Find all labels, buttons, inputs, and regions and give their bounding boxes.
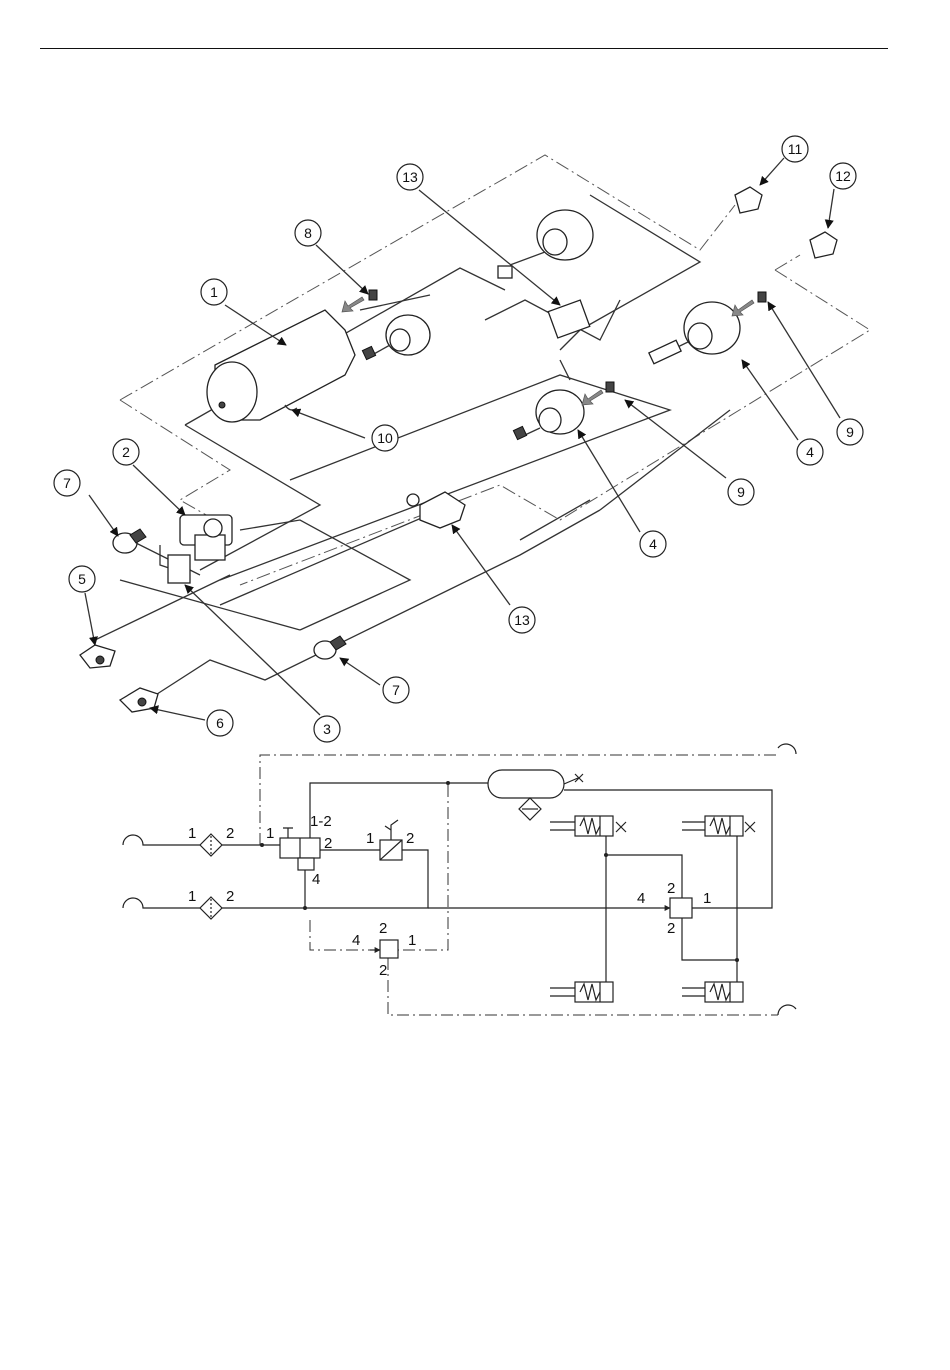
- callout-4-right: 4: [797, 439, 823, 465]
- callout-7-center: 7: [383, 677, 409, 703]
- label-relay-out-top: 2: [667, 880, 675, 897]
- label-aux-top: 2: [379, 920, 387, 937]
- label-valve-out: 2: [324, 835, 332, 852]
- svg-text:3: 3: [323, 721, 331, 737]
- svg-text:7: 7: [63, 475, 71, 491]
- callout-9-right: 9: [837, 419, 863, 445]
- leader-lines: [85, 158, 840, 720]
- isometric-piping: [95, 155, 870, 705]
- coupling-head-left: [113, 529, 146, 553]
- dual-circuit-valve: [280, 828, 320, 870]
- svg-text:7: 7: [392, 682, 400, 698]
- svg-text:4: 4: [649, 536, 657, 552]
- relay-valve-rear: [498, 266, 590, 338]
- callout-10: 10: [372, 425, 398, 451]
- spring-brake-cylinder-rl: [550, 982, 613, 1002]
- label-relay-out-bot: 2: [667, 920, 675, 937]
- label-hand-out: 2: [406, 830, 414, 847]
- svg-text:5: 5: [78, 571, 86, 587]
- callout-2: 2: [113, 439, 139, 465]
- label-filter2-out: 2: [226, 888, 234, 905]
- callout-8: 8: [295, 220, 321, 246]
- brake-chamber-top: [510, 210, 593, 265]
- coupling-head-12: [810, 232, 837, 258]
- air-reservoir: [488, 770, 583, 820]
- coupling-head-11: [735, 187, 762, 213]
- label-filter1-out: 2: [226, 825, 234, 842]
- spring-brake-cylinder-rr: [682, 982, 743, 1002]
- label-aux-bot: 2: [379, 962, 387, 979]
- svg-text:2: 2: [122, 444, 130, 460]
- label-relay-in: 1: [703, 890, 711, 907]
- coupling-head-center: [314, 636, 346, 659]
- label-aux-in: 1: [408, 932, 416, 949]
- svg-text:1: 1: [210, 284, 218, 300]
- callout-13-top: 13: [397, 164, 423, 190]
- label-valve-ctrl: 4: [312, 871, 320, 888]
- svg-text:6: 6: [216, 715, 224, 731]
- filter-2: [200, 897, 222, 919]
- pneumatic-schematic: 1 2 1 2 1 1-2 2 4 1 2 4 2 1 2 2 4 1 2: [123, 744, 796, 1015]
- svg-text:13: 13: [402, 169, 418, 185]
- label-valve-top: 1-2: [310, 813, 332, 830]
- hand-brake-valve: [380, 820, 402, 860]
- callout-7-left: 7: [54, 470, 80, 496]
- callout-4-center: 4: [640, 531, 666, 557]
- callout-3: 3: [314, 716, 340, 742]
- trailer-connector-5: [80, 645, 115, 668]
- brake-chamber-mid: [513, 390, 584, 440]
- fitting-8: [342, 290, 377, 312]
- isometric-components: [80, 187, 837, 712]
- callout-13-center: 13: [509, 607, 535, 633]
- svg-text:12: 12: [835, 168, 851, 184]
- svg-text:8: 8: [304, 225, 312, 241]
- callout-5: 5: [69, 566, 95, 592]
- callout-1: 1: [201, 279, 227, 305]
- brake-chamber-right: [649, 302, 740, 364]
- svg-text:11: 11: [788, 141, 803, 157]
- svg-text:9: 9: [737, 484, 745, 500]
- fitting-9-right: [732, 292, 766, 316]
- callout-11: 11: [782, 136, 808, 162]
- fitting-9-mid: [582, 382, 614, 405]
- spring-brake-cylinder-fr: [682, 816, 755, 836]
- brake-chamber-front-left: [362, 315, 430, 360]
- svg-text:13: 13: [514, 612, 530, 628]
- relay-valve-center: [407, 492, 465, 528]
- label-aux-ctrl: 4: [352, 932, 360, 949]
- label-filter2-in: 1: [188, 888, 196, 905]
- callout-12: 12: [830, 163, 856, 189]
- label-filter1-in: 1: [188, 825, 196, 842]
- relay-valve: [660, 898, 692, 918]
- svg-text:10: 10: [377, 430, 393, 446]
- svg-text:9: 9: [846, 424, 854, 440]
- label-valve-in: 1: [266, 825, 274, 842]
- label-relay-ctrl: 4: [637, 890, 645, 907]
- callout-6: 6: [207, 710, 233, 736]
- aux-relay-valve: [370, 940, 398, 958]
- callout-9-center: 9: [728, 479, 754, 505]
- label-hand-in: 1: [366, 830, 374, 847]
- spring-brake-cylinder-fl: [550, 816, 626, 836]
- filter-1: [200, 834, 222, 856]
- air-tank: [207, 310, 355, 422]
- svg-text:4: 4: [806, 444, 814, 460]
